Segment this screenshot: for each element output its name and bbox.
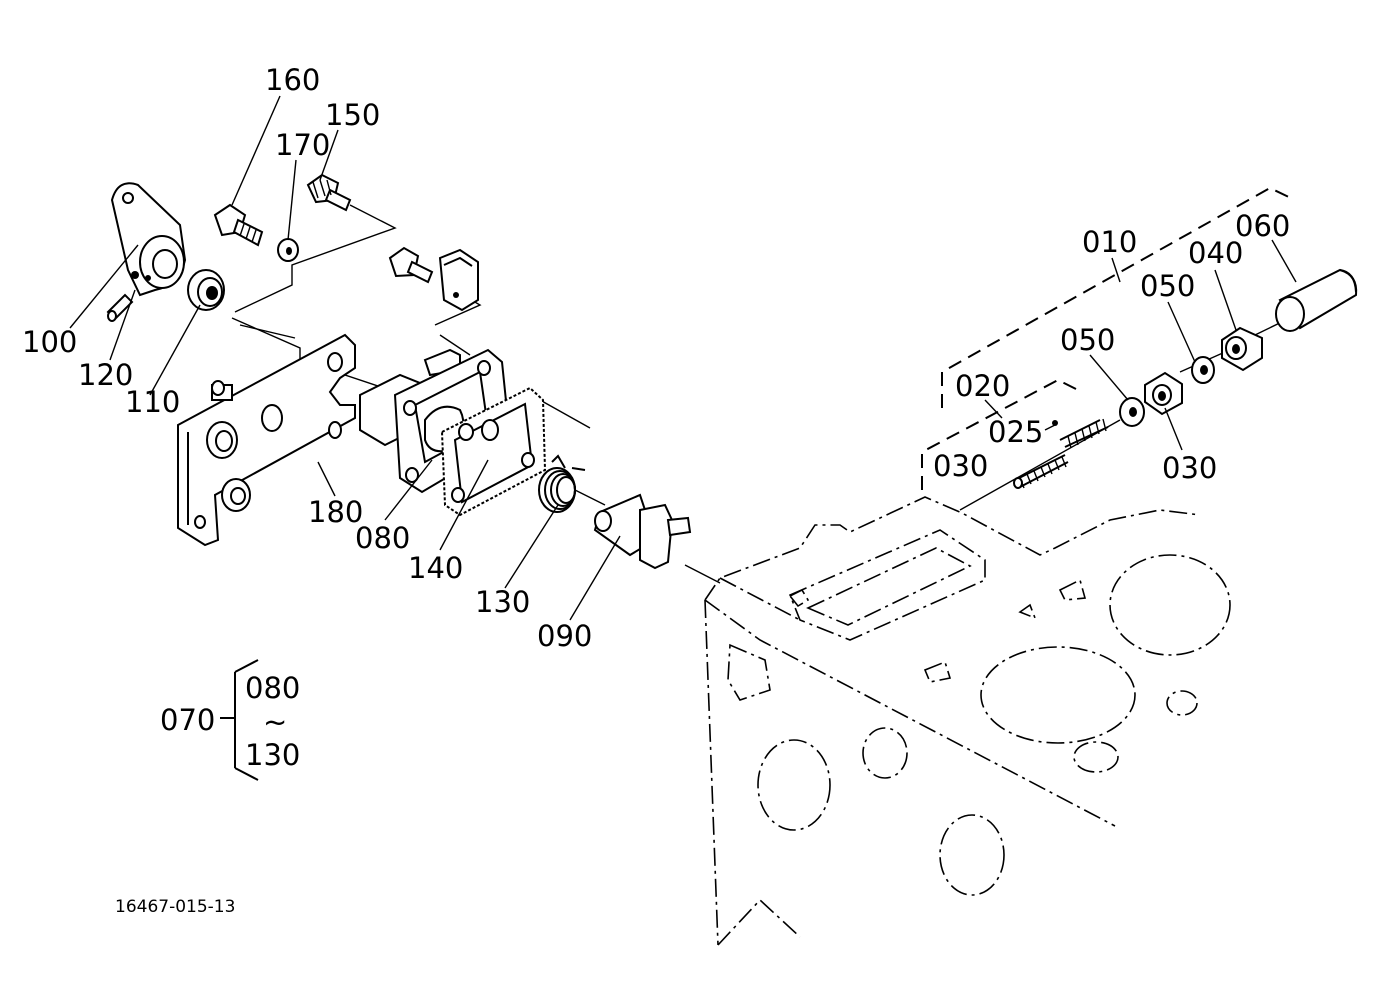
label-180: 180 bbox=[308, 495, 363, 529]
label-110: 110 bbox=[125, 385, 180, 419]
bracket-detail bbox=[388, 246, 479, 312]
spring-025 bbox=[1013, 418, 1109, 489]
drawing-id: 16467-015-13 bbox=[115, 897, 235, 917]
washer-050-right bbox=[1191, 356, 1215, 384]
label-050-right: 050 bbox=[1140, 269, 1195, 303]
spring-130 bbox=[538, 454, 586, 513]
label-070-range-end: 130 bbox=[245, 738, 300, 772]
engine-block bbox=[704, 496, 1231, 946]
label-030-left: 030 bbox=[933, 449, 988, 483]
leader-lines bbox=[69, 95, 1297, 621]
part-labels: 160 150 170 100 120 110 180 080 140 130 … bbox=[22, 63, 1290, 772]
label-130: 130 bbox=[475, 585, 530, 619]
label-170: 170 bbox=[275, 128, 330, 162]
gasket-140 bbox=[440, 386, 547, 517]
label-140: 140 bbox=[408, 551, 463, 585]
label-160: 160 bbox=[265, 63, 320, 97]
seal-110 bbox=[187, 269, 225, 311]
label-020: 020 bbox=[955, 369, 1010, 403]
label-025: 025 bbox=[988, 415, 1043, 449]
label-090: 090 bbox=[537, 619, 592, 653]
bolt-160 bbox=[213, 203, 264, 247]
label-010: 010 bbox=[1082, 225, 1137, 259]
lever-100 bbox=[110, 182, 187, 297]
label-070-range-tilde: ~ bbox=[263, 705, 287, 739]
washer-050-left bbox=[1119, 397, 1145, 427]
washer-170 bbox=[277, 238, 299, 262]
guide-lines bbox=[231, 204, 1291, 584]
label-070-range-start: 080 bbox=[245, 671, 300, 705]
nut-040 bbox=[1221, 326, 1263, 372]
label-080: 080 bbox=[355, 521, 410, 555]
label-100: 100 bbox=[22, 325, 77, 359]
label-150: 150 bbox=[325, 98, 380, 132]
shaft-090 bbox=[593, 493, 692, 570]
group-brackets bbox=[220, 186, 1296, 781]
cap-060 bbox=[1275, 268, 1358, 332]
label-030-right: 030 bbox=[1162, 451, 1217, 485]
nut-030 bbox=[1144, 371, 1183, 416]
label-120: 120 bbox=[78, 358, 133, 392]
pin-120 bbox=[106, 293, 134, 322]
label-070: 070 bbox=[160, 703, 215, 737]
screw-150 bbox=[306, 173, 352, 212]
label-040: 040 bbox=[1188, 236, 1243, 270]
label-060: 060 bbox=[1235, 209, 1290, 243]
label-050-left: 050 bbox=[1060, 323, 1115, 357]
